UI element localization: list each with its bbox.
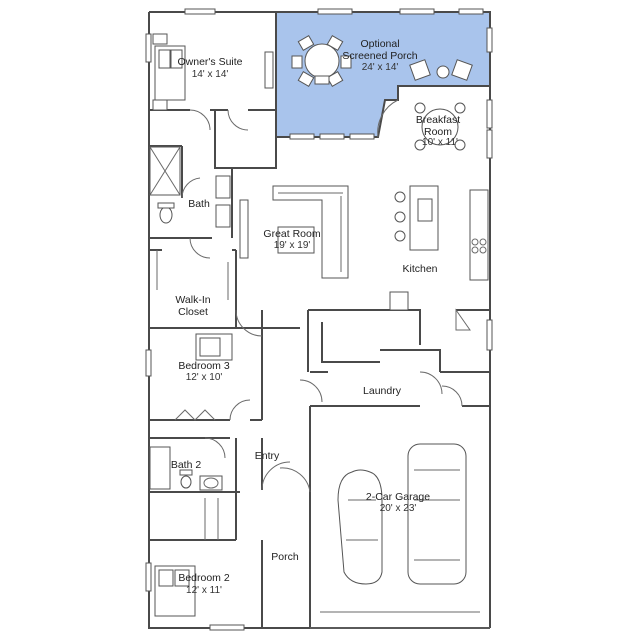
- closet-label: Closet: [178, 306, 208, 318]
- great-room-furniture: [272, 185, 349, 279]
- owners-suite-bed: [152, 33, 274, 111]
- garage-size: 20' x 23': [380, 503, 417, 514]
- screened-porch-size: 24' x 14': [362, 62, 399, 73]
- porch-furniture: [291, 34, 473, 138]
- garage-label: 2-Car Garage: [366, 491, 430, 503]
- room-labels: Owner's Suite 14' x 14' Optional Screene…: [171, 38, 460, 596]
- interior-walls: [149, 86, 490, 628]
- bedroom2-bed: [154, 565, 196, 617]
- kitchen-label: Kitchen: [402, 263, 437, 275]
- owners-suite-label: Owner's Suite: [177, 56, 242, 68]
- breakfast-table: [414, 102, 466, 151]
- entry-label: Entry: [255, 450, 280, 462]
- breakfast-room-label: Room: [424, 126, 452, 138]
- entry-doors: [261, 371, 463, 493]
- laundry-label: Laundry: [363, 385, 402, 397]
- great-room-label: Great Room: [263, 228, 320, 240]
- bath2-fixtures: [149, 437, 226, 540]
- garage-vehicles: [310, 443, 490, 629]
- bedroom3-furniture: [174, 333, 323, 421]
- breakfast-size: 10' x 11': [422, 137, 458, 148]
- great-room-size: 19' x 19': [274, 240, 311, 251]
- kitchen-island: [389, 185, 489, 331]
- walkin-label: Walk-In: [175, 294, 210, 306]
- porch-optional-label: Optional: [360, 38, 399, 50]
- screened-porch-label: Screened Porch: [342, 50, 417, 62]
- closet-shelves: [156, 250, 229, 300]
- bedroom2-label: Bedroom 2: [178, 572, 230, 584]
- bath-fixtures: [149, 109, 263, 337]
- bedroom3-size: 12' x 10': [186, 372, 223, 383]
- bath2-label: Bath 2: [171, 459, 202, 471]
- bedroom3-label: Bedroom 3: [178, 360, 230, 372]
- bedroom2-size: 12' x 11': [186, 585, 222, 596]
- windows: [145, 8, 493, 631]
- breakfast-label: Breakfast: [416, 114, 460, 126]
- bath-label: Bath: [188, 198, 210, 210]
- owners-suite-size: 14' x 14': [192, 69, 229, 80]
- porch-label: Porch: [271, 551, 299, 563]
